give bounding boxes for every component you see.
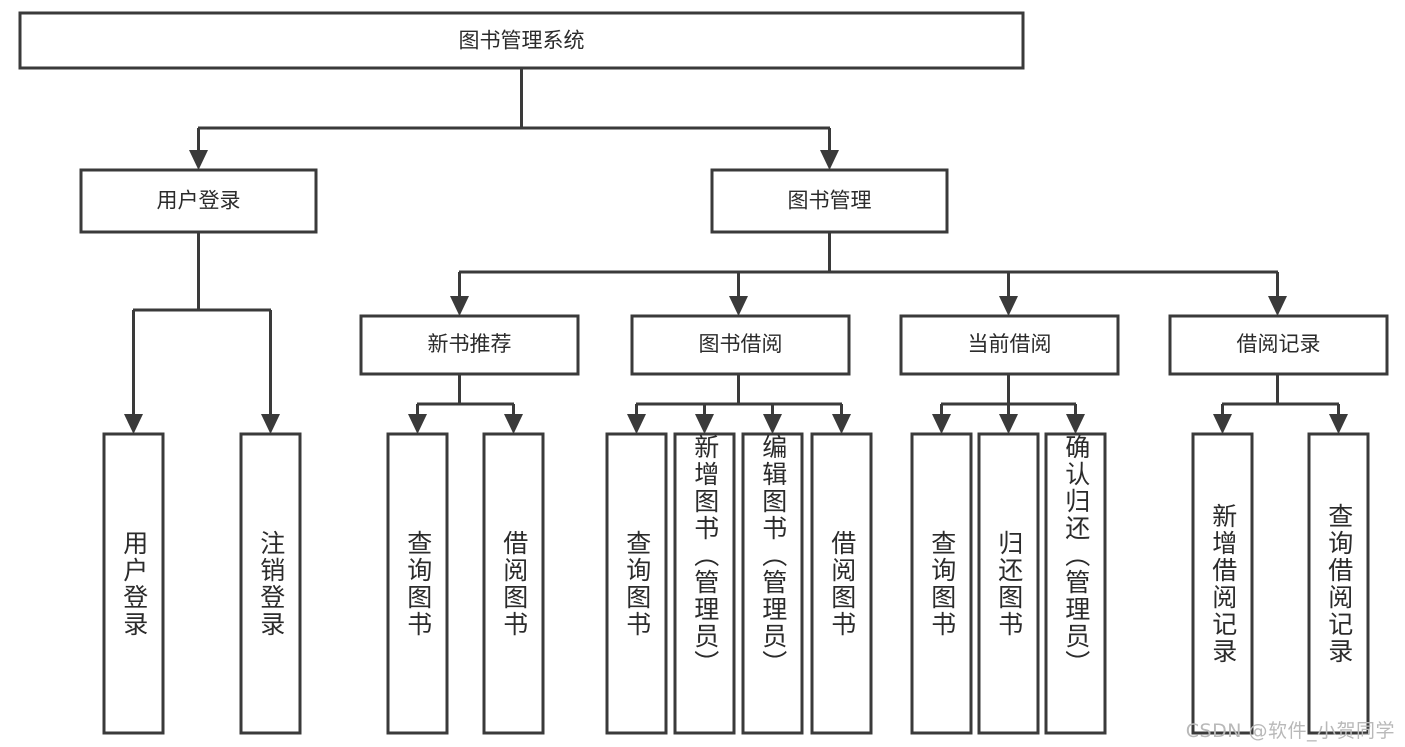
watermark-text: CSDN @软件_小贺同学: [1185, 720, 1395, 742]
leaf-box-bb-4[interactable]: [810, 432, 873, 735]
connector-group-book-borrow: [627, 374, 851, 434]
connector-group-current-borrow: [932, 374, 1085, 434]
node-root-system-box[interactable]: [18, 11, 1025, 70]
arrowhead-leaf-user-login-1: [124, 414, 143, 434]
node-book-management[interactable]: 图书管理: [710, 168, 949, 234]
leaf-box-bb-3[interactable]: [741, 432, 804, 735]
node-current-borrow-box[interactable]: [899, 314, 1120, 376]
arrowhead-leaf-nbr-2: [504, 414, 523, 434]
arrowhead-leaf-cb-2: [999, 414, 1018, 434]
arrowhead-current-borrow: [999, 296, 1018, 316]
arrowhead-leaf-nbr-1: [408, 414, 427, 434]
leaf-box-nbr-1[interactable]: [386, 432, 449, 735]
leaf-box-cb-2[interactable]: [977, 432, 1040, 735]
node-book-management-label: 图书管理: [788, 189, 872, 213]
leaf-box-br-2[interactable]: [1307, 432, 1370, 735]
node-new-book-recommend-label: 新书推荐: [428, 332, 512, 356]
arrowhead-book-borrow: [729, 296, 748, 316]
arrowhead-leaf-bb-3: [763, 414, 782, 434]
leaf-box-cb-3[interactable]: [1044, 432, 1107, 735]
leaf-box-group: [102, 432, 1370, 735]
arrowhead-leaf-user-login-2: [261, 414, 280, 434]
arrowhead-leaf-bb-2: [695, 414, 714, 434]
leaf-box-user-login-2[interactable]: [239, 432, 302, 735]
arrowhead-book-mgmt: [820, 150, 839, 170]
arrowhead-leaf-cb-1: [932, 414, 951, 434]
arrowhead-new-book-recommend: [450, 296, 469, 316]
node-borrow-record-label: 借阅记录: [1237, 332, 1321, 356]
arrowhead-user-login: [189, 150, 208, 170]
connector-group-borrow-record: [1213, 374, 1348, 434]
node-user-login[interactable]: 用户登录: [79, 168, 318, 234]
node-root-system-label: 图书管理系统: [459, 29, 585, 53]
node-new-book-recommend[interactable]: 新书推荐: [359, 314, 580, 376]
node-borrow-record-box[interactable]: [1168, 314, 1389, 376]
node-root-system[interactable]: 图书管理系统: [18, 11, 1025, 70]
node-new-book-recommend-box[interactable]: [359, 314, 580, 376]
arrowhead-leaf-br-2: [1329, 414, 1348, 434]
arrowhead-leaf-br-1: [1213, 414, 1232, 434]
connector-group-root: [189, 68, 839, 170]
leaf-box-bb-1[interactable]: [605, 432, 668, 735]
leaf-box-user-login-1[interactable]: [102, 432, 165, 735]
connector-group-user-login: [124, 232, 280, 434]
node-user-login-label: 用户登录: [157, 189, 241, 213]
arrowhead-leaf-bb-1: [627, 414, 646, 434]
leaf-box-bb-2[interactable]: [673, 432, 736, 735]
node-borrow-record[interactable]: 借阅记录: [1168, 314, 1389, 376]
connector-group-book-mgmt: [450, 232, 1287, 316]
node-book-borrow[interactable]: 图书借阅: [630, 314, 851, 376]
node-current-borrow[interactable]: 当前借阅: [899, 314, 1120, 376]
arrowhead-leaf-bb-4: [832, 414, 851, 434]
leaf-box-cb-1[interactable]: [910, 432, 973, 735]
leaf-box-nbr-2[interactable]: [482, 432, 545, 735]
node-book-borrow-box[interactable]: [630, 314, 851, 376]
node-user-login-box[interactable]: [79, 168, 318, 234]
node-book-management-box[interactable]: [710, 168, 949, 234]
arrowhead-leaf-cb-3: [1066, 414, 1085, 434]
leaf-box-br-1[interactable]: [1191, 432, 1254, 735]
connector-group-new-book-recommend: [408, 374, 523, 434]
arrowhead-borrow-record: [1268, 296, 1287, 316]
node-current-borrow-label: 当前借阅: [968, 332, 1052, 356]
node-book-borrow-label: 图书借阅: [699, 332, 783, 356]
